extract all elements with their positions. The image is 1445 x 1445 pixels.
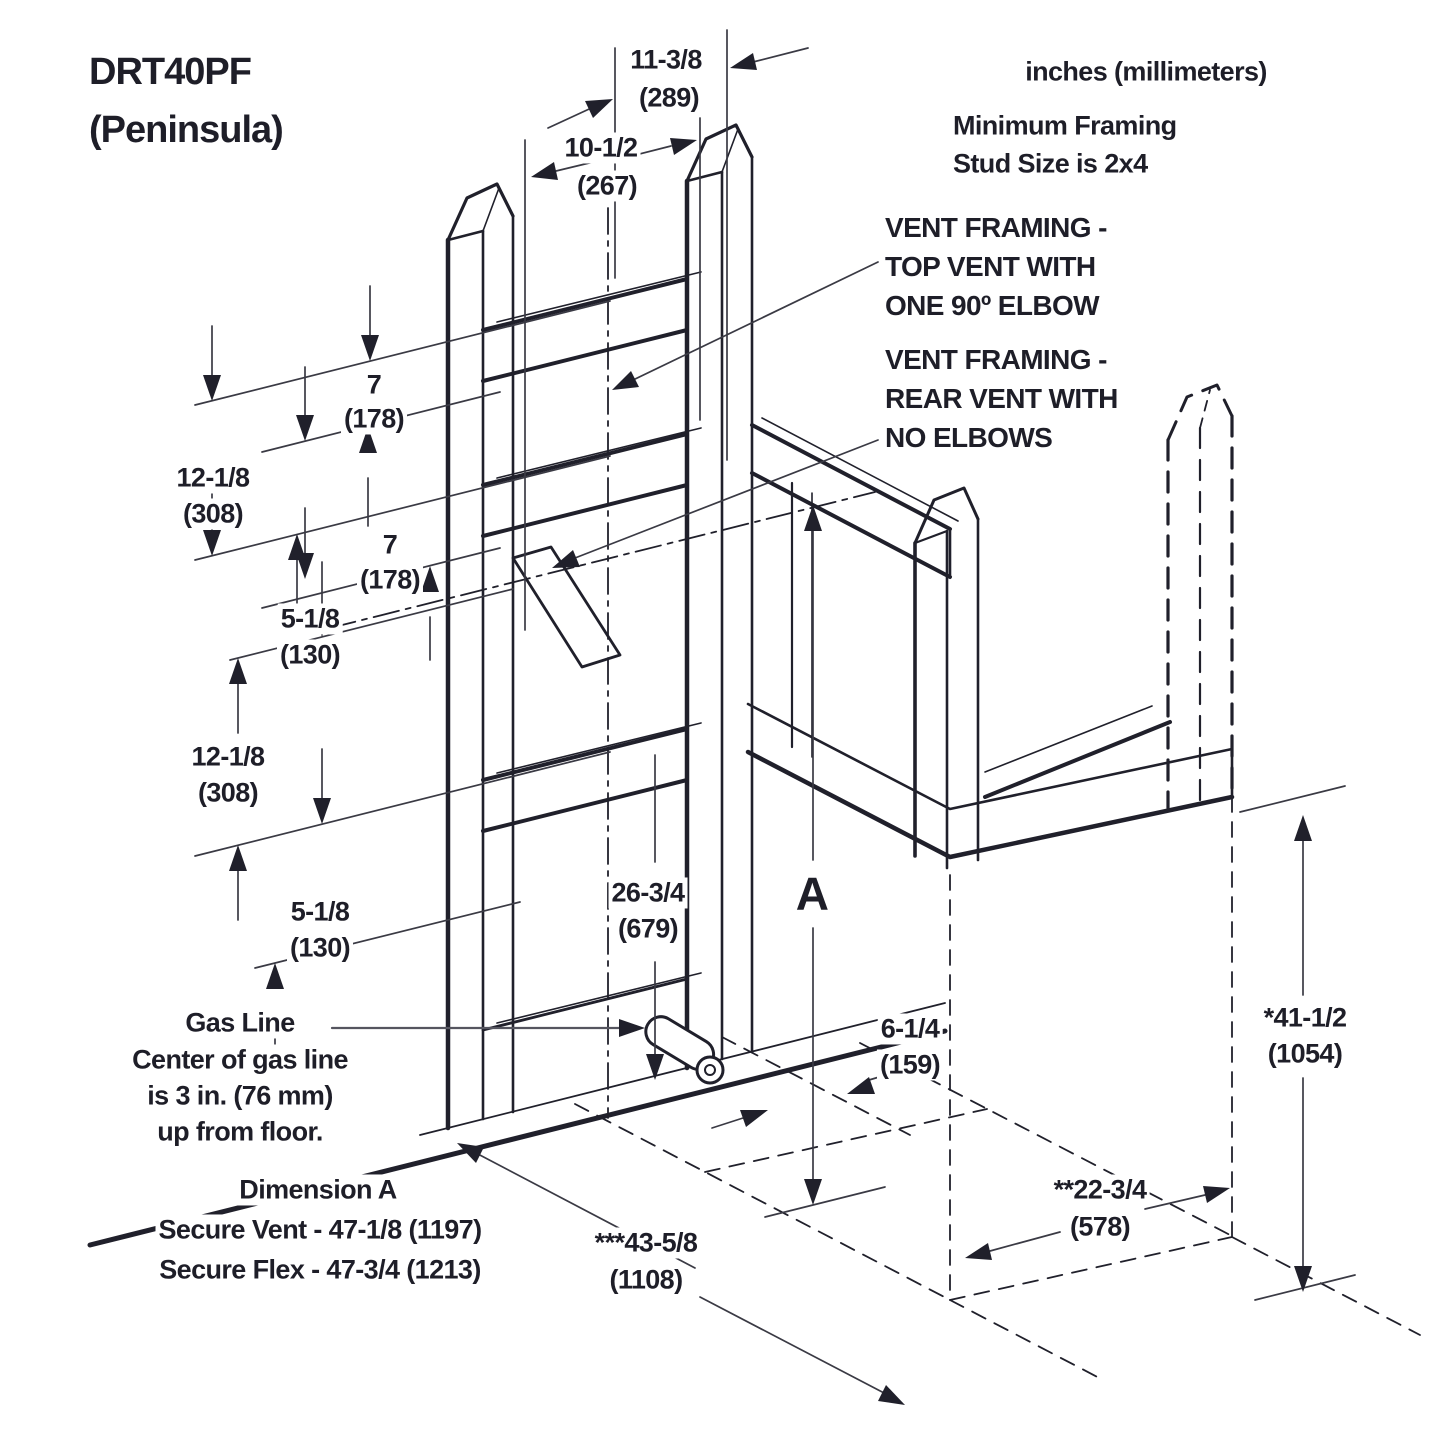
floor-lines	[87, 1002, 948, 1248]
dim-gap1-mm: (308)	[179, 498, 247, 530]
gas-note-line1: Gas Line	[182, 1007, 298, 1039]
dim-offset-mm: (159)	[876, 1049, 944, 1081]
bottom-plate	[481, 972, 702, 1032]
peninsula-wing	[574, 383, 1421, 1382]
stud-note-line1: Minimum Framing	[950, 110, 1180, 142]
dim-chase-width-in: **22-3/4	[1050, 1174, 1150, 1206]
rear-vent-callout-line3: NO ELBOWS	[882, 421, 1056, 455]
dim-gap2-in: 5-1/8	[277, 603, 343, 635]
gas-note-line3: is 3 in. (76 mm)	[144, 1080, 336, 1112]
side-wall-stud	[790, 481, 813, 758]
dim-header2-mm: (178)	[356, 564, 424, 596]
top-vent-callout-line2: TOP VENT WITH	[882, 250, 1099, 284]
title-variant: (Peninsula)	[86, 109, 286, 153]
rear-vent-centerline	[329, 491, 876, 629]
dim-header1-mm: (178)	[340, 403, 408, 435]
dim-chase-height-in: *41-1/2	[1260, 1002, 1350, 1034]
right-stud	[684, 123, 754, 1071]
rear-vent-callout-line2: REAR VENT WITH	[882, 382, 1121, 416]
header-1	[481, 271, 702, 383]
top-vent-callout-line3: ONE 90º ELBOW	[882, 289, 1103, 323]
top-vent-callout-line1: VENT FRAMING -	[882, 211, 1110, 245]
dim-a-table-title: Dimension A	[236, 1174, 400, 1206]
dim-a-table-secure-flex: Secure Flex - 47-3/4 (1213)	[156, 1254, 484, 1286]
title-model: DRT40PF	[86, 51, 254, 95]
dim-gap4-mm: (130)	[286, 932, 354, 964]
dim-depth-mm: (1108)	[606, 1264, 686, 1296]
rear-vent-callout-line1: VENT FRAMING -	[882, 343, 1110, 377]
units-note: inches (millimeters)	[1022, 56, 1270, 88]
dim-a-label: A	[792, 867, 832, 921]
dim-gap1-in: 12-1/8	[173, 462, 253, 494]
dim-header1-in: 7	[363, 369, 385, 401]
front-frame	[87, 123, 948, 1248]
dim-gap3-in: 12-1/8	[188, 741, 268, 773]
stud-note-line2: Stud Size is 2x4	[950, 148, 1151, 180]
dim-opening-height-mm: (679)	[614, 913, 682, 945]
side-wall-top-plate	[750, 417, 959, 579]
gas-note-line4: up from floor.	[154, 1116, 326, 1148]
dim-a-table-secure-vent: Secure Vent - 47-1/8 (1197)	[155, 1214, 485, 1246]
dim-gap3-mm: (308)	[194, 777, 262, 809]
dim-opening-height-in: 26-3/4	[608, 877, 688, 909]
dim-gap4-in: 5-1/8	[287, 896, 353, 928]
dim-top-width-mm: (289)	[635, 82, 703, 114]
dim-gap2-mm: (130)	[276, 639, 344, 671]
platform-frame	[745, 702, 1235, 860]
dim-offset-in: 6-1/4	[877, 1013, 943, 1045]
header-3	[481, 722, 702, 833]
header-2	[481, 427, 702, 538]
gas-pipe-bore	[704, 1064, 716, 1076]
rear-stud-dashed	[1166, 383, 1234, 810]
dim-inner-width-mm: (267)	[573, 170, 641, 202]
dim-inner-width-in: 10-1/2	[561, 132, 641, 164]
dim-header2-in: 7	[379, 529, 401, 561]
dim-top-width-in: 11-3/8	[627, 44, 705, 76]
corner-stud	[913, 486, 980, 870]
gas-line-art	[330, 1015, 725, 1085]
dim-depth-in: ***43-5/8	[591, 1227, 701, 1259]
dim-chase-width-mm: (578)	[1066, 1211, 1134, 1243]
hidden-projection-lines	[574, 796, 1421, 1382]
gas-note-line2: Center of gas line	[129, 1044, 351, 1076]
diagonal-brace	[511, 545, 622, 669]
dim-chase-height-mm: (1054)	[1264, 1038, 1346, 1070]
